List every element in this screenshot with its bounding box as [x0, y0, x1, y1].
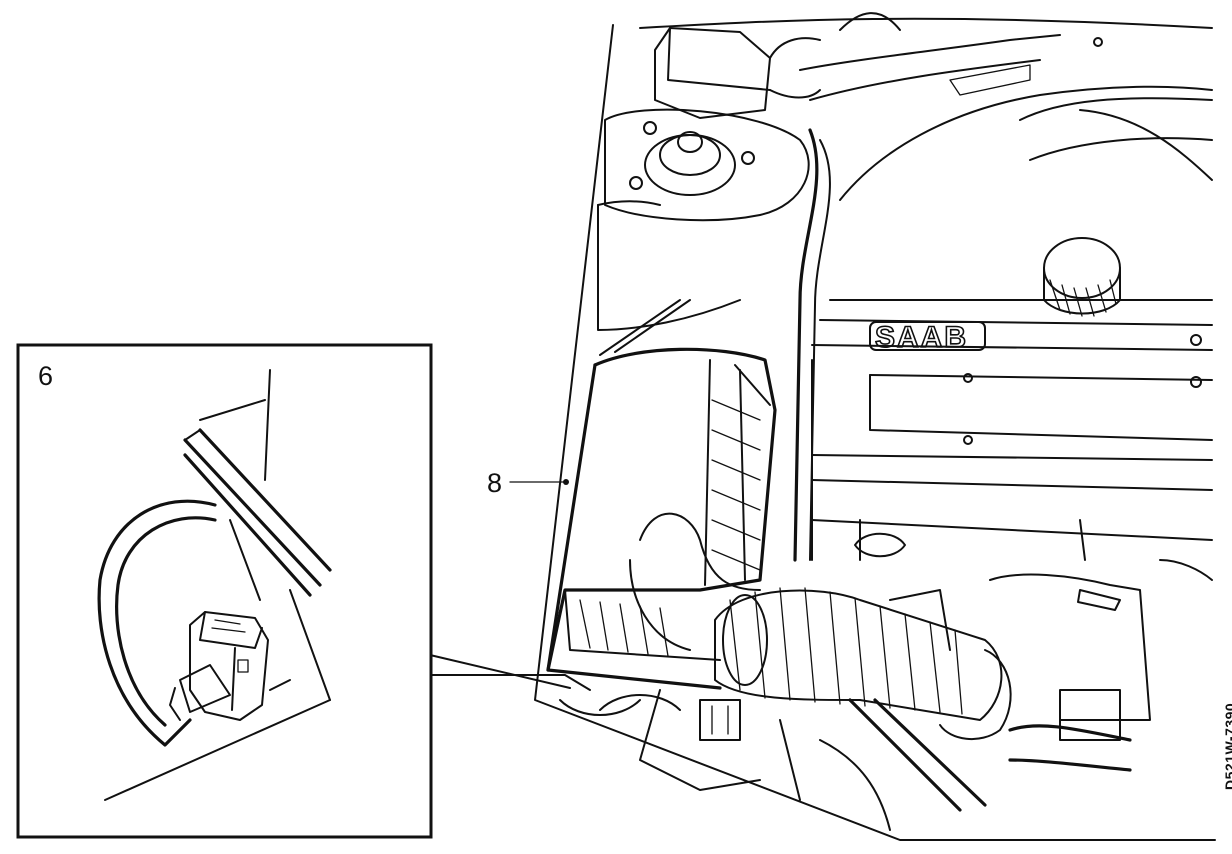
saab-logo-text: SAAB: [875, 321, 968, 354]
inset-projection-line-top: [429, 654, 571, 689]
engine-bay-illustration: SAAB: [429, 12, 1216, 841]
callout-8-label: 8: [487, 468, 503, 498]
document-reference-code: D521W-7390: [1222, 702, 1232, 790]
saab-logo-plate: SAAB: [869, 320, 986, 355]
inset-number-label: 6: [38, 361, 54, 391]
fluid-reservoir: [654, 27, 821, 119]
callout-8-point: [563, 479, 569, 485]
air-filter-box: [546, 299, 777, 690]
inset-projection-line-bottom: [429, 674, 591, 691]
intake-tube: [714, 587, 1012, 741]
electrical-connector: [169, 611, 269, 721]
detail-inset: [16, 343, 433, 839]
valve-cover: [811, 85, 1213, 561]
strut-tower: [604, 108, 810, 222]
inset-frame: [16, 343, 433, 839]
oil-filler-cap: [1043, 37, 1121, 317]
